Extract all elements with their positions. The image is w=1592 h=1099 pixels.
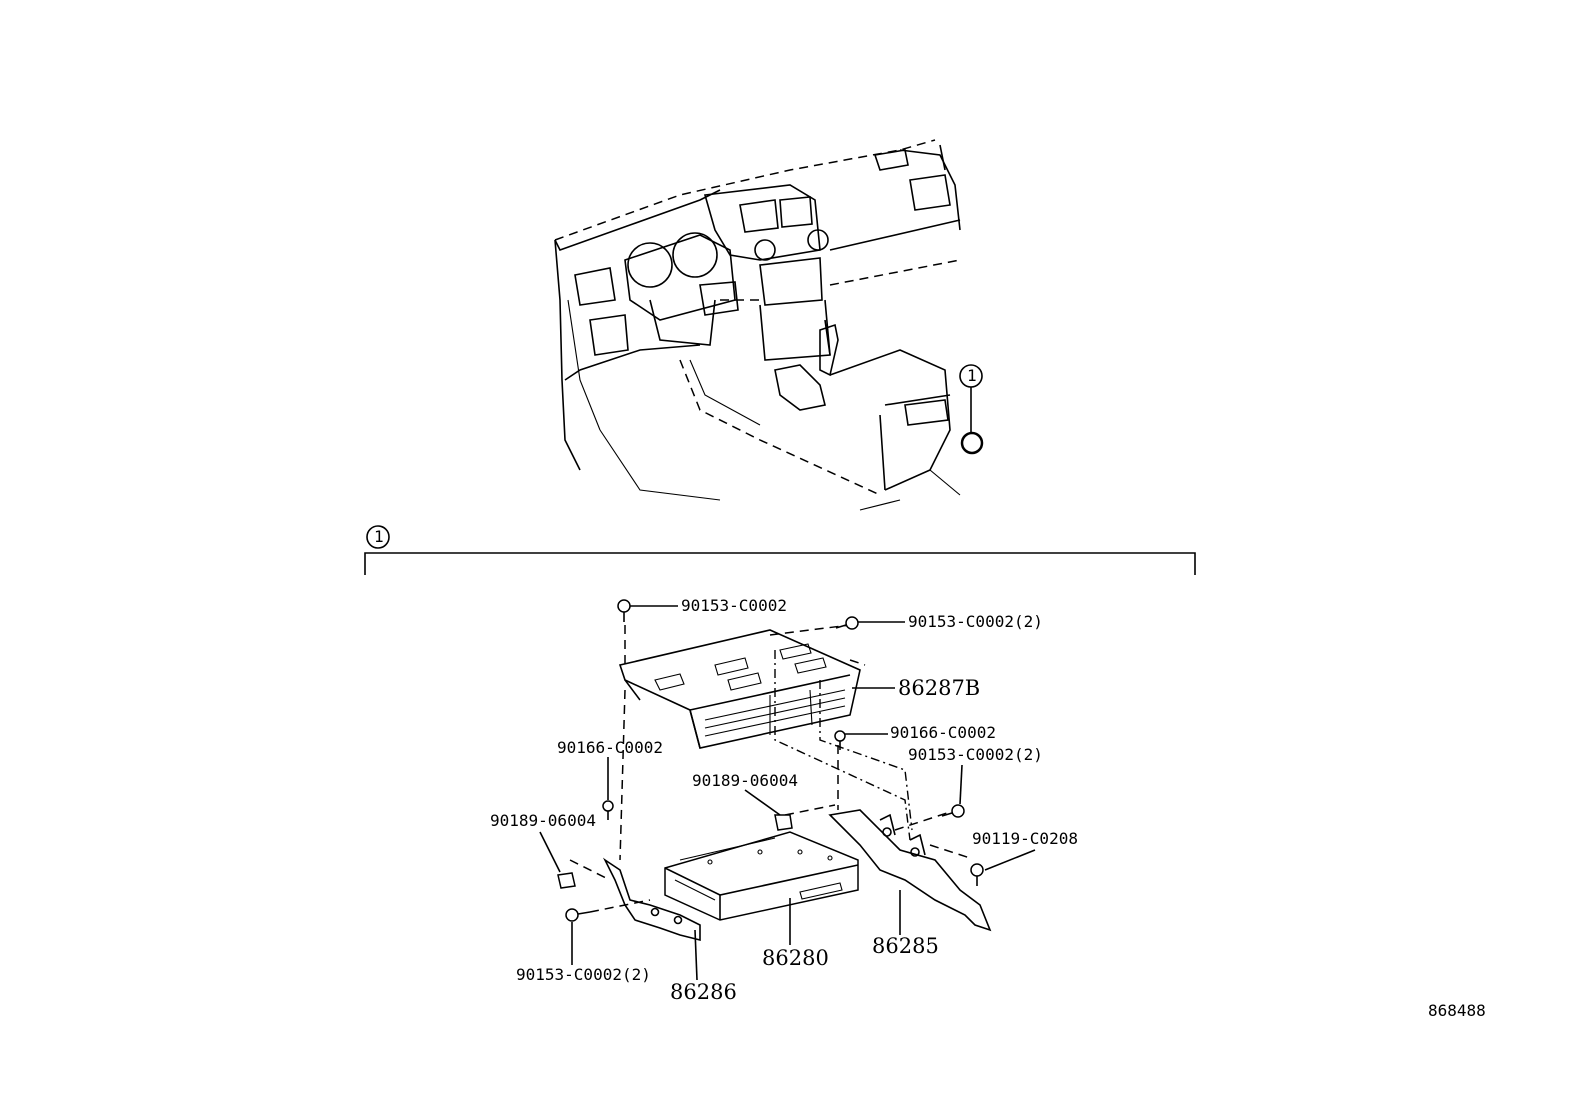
label-90166-right: 90166-C0002	[890, 723, 996, 742]
location-ring	[960, 431, 984, 455]
label-86287B: 86287B	[898, 676, 980, 700]
bracket-86286	[602, 857, 701, 942]
screw-icon-right	[970, 863, 984, 886]
label-86286: 86286	[670, 980, 737, 1004]
dashboard-overview-illustration: 1	[554, 139, 984, 511]
label-90153-top-right: 90153-C0002(2)	[908, 612, 1043, 631]
nut-icon-mid	[774, 814, 793, 831]
label-90153-right: 90153-C0002(2)	[908, 745, 1043, 764]
cover-86287B	[618, 629, 861, 749]
bolt-icon-bottom	[565, 908, 591, 922]
section-index: 1	[374, 527, 384, 546]
clip-icon-right	[834, 730, 846, 750]
label-86285: 86285	[872, 934, 939, 958]
fastener-icons	[557, 599, 984, 922]
label-90153-bottom: 90153-C0002(2)	[516, 965, 651, 984]
label-90119-right: 90119-C0208	[972, 829, 1078, 848]
bolt-icon-top-right	[835, 616, 859, 630]
label-86280: 86280	[762, 946, 829, 970]
label-90153-top-left: 90153-C0002	[681, 596, 787, 615]
nut-icon-left	[557, 872, 576, 889]
bolt-icon-top-left	[617, 599, 631, 622]
figure-id: 868488	[1428, 1001, 1486, 1020]
exploded-assembly: 90153-C0002 90153-C0002(2) 90166-C0002 9…	[490, 596, 1078, 1004]
label-90189-left: 90189-06004	[490, 811, 596, 830]
clip-icon-left	[602, 800, 614, 820]
bolt-icon-right	[941, 804, 965, 818]
label-90189-mid: 90189-06004	[692, 771, 798, 790]
section-bracket: 1	[364, 525, 1196, 575]
callout-marker-number: 1	[967, 366, 977, 385]
label-90166-left: 90166-C0002	[557, 738, 663, 757]
bracket-86285	[828, 809, 992, 932]
leader-lines	[539, 605, 1036, 981]
unit-86280	[664, 831, 859, 921]
